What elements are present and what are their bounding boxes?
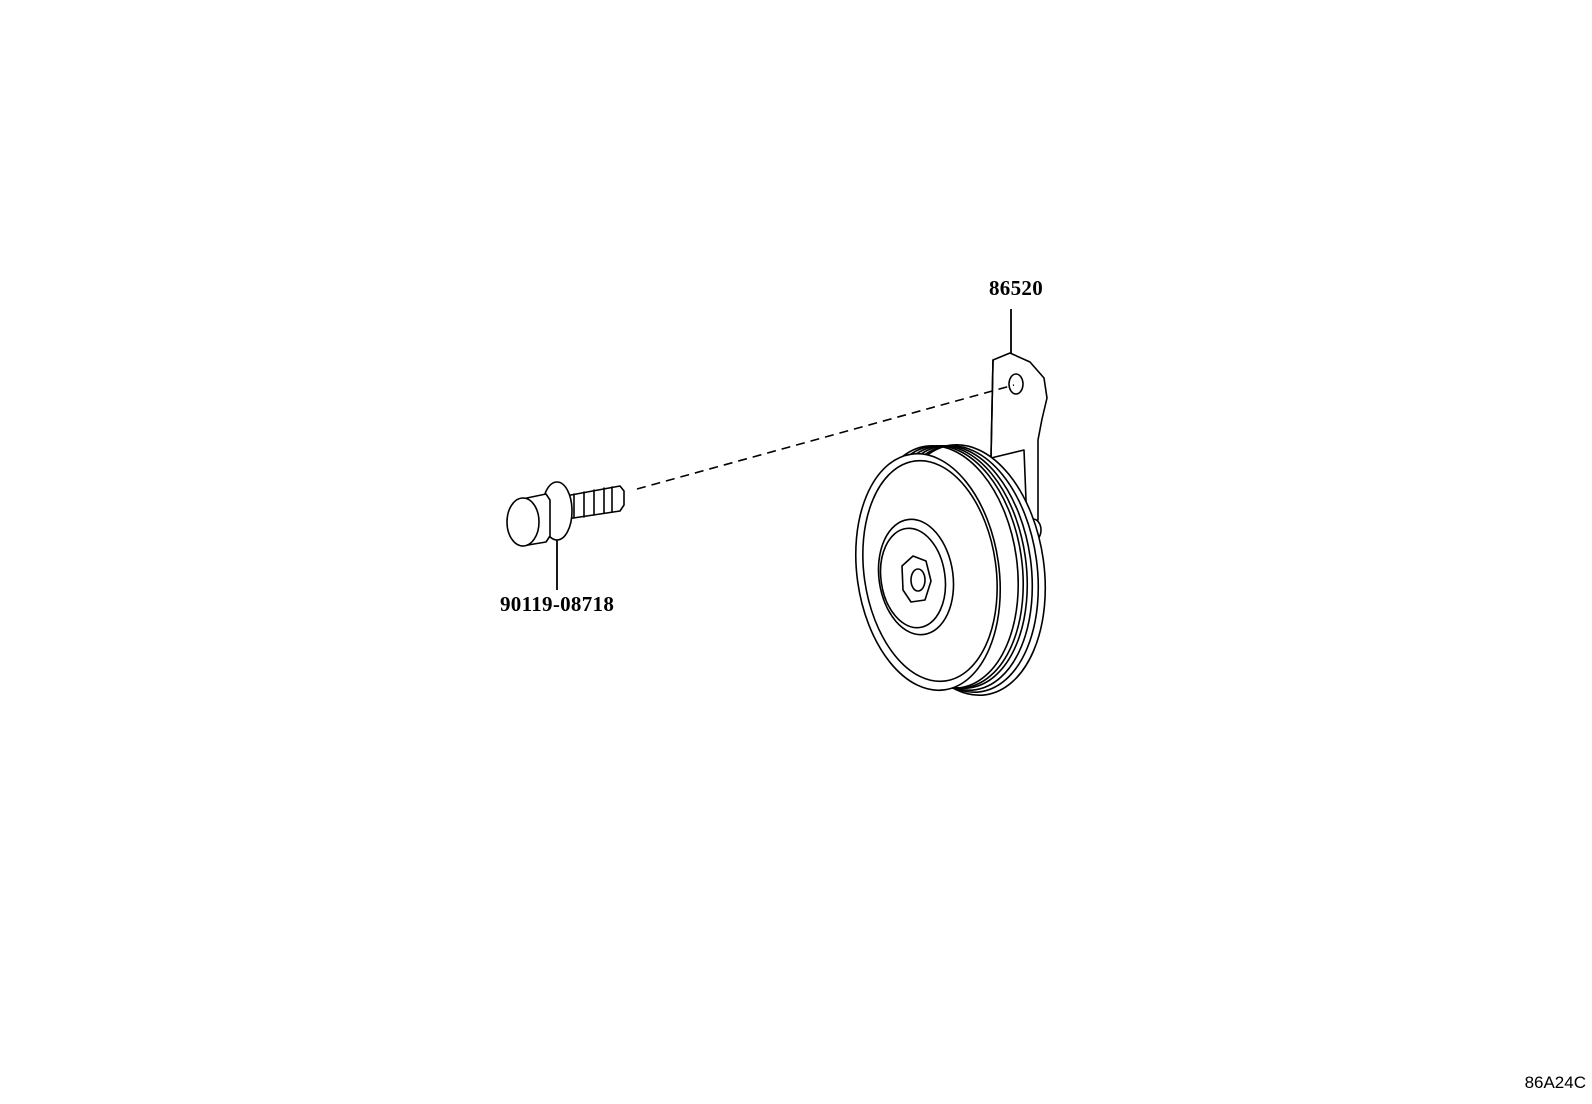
figure-code: 86A24C: [1524, 1073, 1586, 1092]
part-number-bolt[interactable]: 90119-08718: [500, 592, 615, 616]
installation-dash-line: [636, 384, 1015, 490]
flange-bolt-icon[interactable]: [506, 481, 625, 547]
horn-icon[interactable]: [841, 352, 1061, 705]
bracket-hole: [1008, 373, 1024, 395]
part-number-horn[interactable]: 86520: [989, 276, 1043, 300]
